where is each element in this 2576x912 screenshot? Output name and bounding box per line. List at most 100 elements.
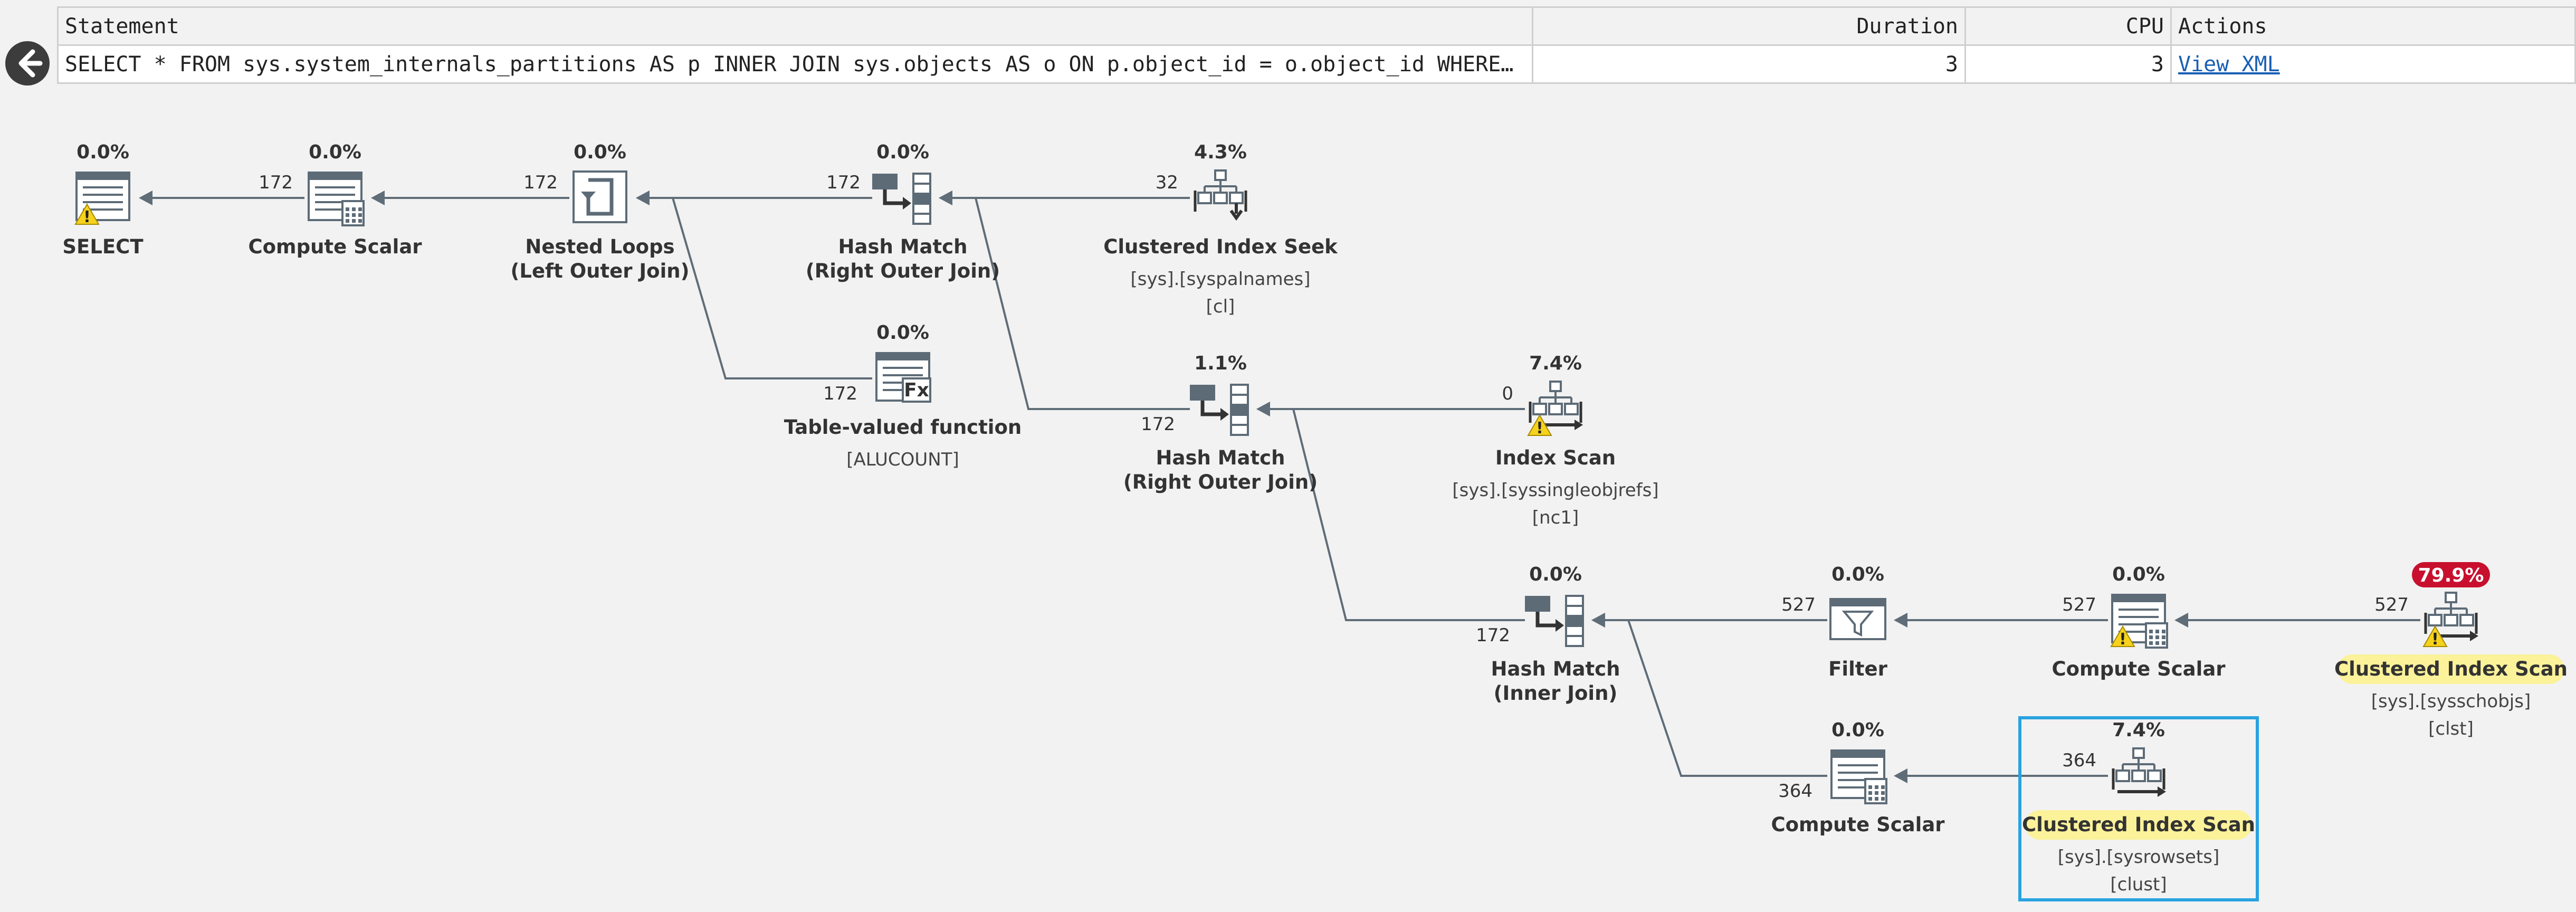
- node-label: Clustered Index Scan: [2334, 658, 2568, 680]
- warning-mark: !: [1536, 419, 1543, 438]
- edge-nl-to-cs1: 172: [371, 172, 569, 205]
- node-label: Index Scan: [1495, 446, 1616, 469]
- plan-node-cs2[interactable]: 0.0%!Compute Scalar: [2052, 564, 2226, 680]
- back-button[interactable]: [5, 41, 50, 86]
- clustered-index-scan-icon: [2112, 747, 2166, 797]
- node-label: Clustered Index Scan: [2022, 813, 2255, 836]
- plan-node-cisc2[interactable]: 7.4%Clustered Index Scan[sys].[sysrowset…: [2018, 716, 2259, 901]
- node-cost: 0.0%: [77, 141, 129, 163]
- cpu-column-header[interactable]: CPU: [1964, 6, 2172, 46]
- edge-is-to-hm2: 0: [1256, 383, 1525, 416]
- node-label: Compute Scalar: [248, 235, 422, 258]
- cost-badge: [2412, 562, 2490, 587]
- node-label: Compute Scalar: [2052, 658, 2226, 680]
- node-label: Nested Loops: [525, 235, 674, 258]
- node-cost: 4.3%: [1194, 141, 1247, 163]
- plan-node-is[interactable]: 7.4%!Index Scan[sys].[syssingleobjrefs][…: [1452, 353, 1658, 528]
- edge-row-count: 172: [523, 172, 558, 193]
- edge-row-count: 172: [823, 383, 857, 404]
- node-highlight: [2025, 810, 2252, 840]
- edge-row-count: 364: [1778, 781, 1812, 802]
- edge-row-count: 172: [1476, 625, 1510, 646]
- edge-arrowhead: [636, 191, 650, 205]
- node-cost: 0.0%: [876, 322, 929, 344]
- edge-arrowhead: [2174, 613, 2188, 628]
- edge-row-count: 527: [2374, 594, 2409, 615]
- nested-loops-icon: [573, 170, 627, 223]
- edge-hm2-to-hm1: 172: [939, 191, 1190, 435]
- edge-hm1-to-nl: 172: [636, 172, 872, 205]
- edge-row-count: 172: [259, 172, 293, 193]
- duration-column-header[interactable]: Duration: [1532, 6, 1966, 46]
- statement-column-header[interactable]: Statement: [57, 6, 1533, 46]
- node-label-detail: (Left Outer Join): [510, 260, 689, 282]
- hash-match-icon: [1190, 384, 1249, 436]
- node-cost: 79.9%: [2418, 565, 2484, 586]
- edge-line: [948, 197, 1190, 410]
- node-cost: 0.0%: [1831, 719, 1884, 741]
- node-highlight: [2338, 654, 2564, 684]
- plan-node-cisc1[interactable]: 79.9%! Clustered Index Scan [sys].[sysscho…: [2334, 562, 2568, 739]
- edge-arrowhead: [1894, 613, 1907, 628]
- hash-match-icon: [872, 173, 931, 225]
- plan-node-cis[interactable]: 4.3%Clustered Index Seek[sys].[syspalnam…: [1103, 141, 1338, 317]
- plan-node-hm3[interactable]: 0.0%Hash Match(Inner Join): [1491, 564, 1620, 705]
- node-object: [sys].[sysschobjs]: [2371, 691, 2531, 712]
- warning-mark: !: [2119, 630, 2126, 649]
- actions-column-header: Actions: [2170, 6, 2576, 46]
- edge-cs2-to-filter: 527: [1894, 594, 2108, 628]
- statement-cell[interactable]: SELECT * FROM sys.system_internals_parti…: [57, 44, 1533, 84]
- edge-arrowhead: [1256, 402, 1270, 416]
- plan-node-nl[interactable]: 0.0% Nested Loops(Left Outer Join): [510, 141, 689, 282]
- edge-row-count: 527: [2062, 594, 2096, 615]
- warning-icon: !: [2422, 625, 2448, 649]
- node-index: [cl]: [1206, 296, 1235, 317]
- hash-match-icon: [1525, 595, 1584, 647]
- plan-node-cs1[interactable]: 0.0% Compute Scalar: [248, 141, 422, 258]
- clustered-index-scan-icon: [2424, 592, 2478, 641]
- edge-row-count: 172: [1141, 414, 1175, 435]
- node-label: Hash Match: [1156, 446, 1285, 469]
- plan-node-select[interactable]: 0.0%!SELECT: [62, 141, 144, 258]
- edge-arrowhead: [939, 191, 952, 205]
- edge-filter-to-hm3: 527: [1591, 594, 1827, 628]
- plan-node-hm1[interactable]: 0.0%Hash Match(Right Outer Join): [806, 141, 1000, 282]
- edge-row-count: 172: [826, 172, 861, 193]
- edge-cisc2-to-cs3: 364: [1894, 750, 2108, 783]
- node-object: [sys].[sysrowsets]: [2058, 847, 2219, 868]
- edge-row-count: 32: [1156, 172, 1178, 193]
- table-row[interactable]: SELECT * FROM sys.system_internals_parti…: [57, 44, 2576, 84]
- edge-row-count: 0: [1502, 383, 1513, 404]
- plan-node-filter[interactable]: 0.0%Filter: [1828, 564, 1887, 680]
- plan-node-hm2[interactable]: 1.1% Hash Match(Right Outer Join): [1123, 353, 1318, 493]
- edge-arrowhead: [1894, 768, 1907, 783]
- table-valued-function-icon: Fx: [875, 352, 931, 403]
- table-header-row: Statement Duration CPU Actions: [57, 6, 2576, 46]
- node-object: [sys].[syspalnames]: [1131, 269, 1311, 290]
- edge-arrowhead: [139, 191, 152, 205]
- node-cost: 0.0%: [574, 141, 626, 163]
- node-label-detail: (Right Outer Join): [1123, 471, 1318, 493]
- node-label-detail: (Inner Join): [1494, 682, 1618, 705]
- plan-edges: 172 172 172 172 32 172 0 172 527 364 527 527 364: [139, 172, 2420, 802]
- node-cost: 0.0%: [876, 141, 929, 163]
- node-cost: 0.0%: [309, 141, 361, 163]
- node-index: [nc1]: [1532, 507, 1579, 528]
- warning-mark: !: [83, 208, 91, 226]
- node-index: [clust]: [2110, 874, 2167, 895]
- edge-cs3-to-hm3: 364: [1591, 613, 1827, 802]
- clustered-index-seek-icon: [1194, 169, 1247, 221]
- selection-border: [2018, 716, 2259, 901]
- node-label-detail: (Right Outer Join): [806, 260, 1000, 282]
- warning-icon: !: [1527, 414, 1552, 438]
- plan-node-cs3[interactable]: 0.0%Compute Scalar: [1771, 719, 1945, 836]
- fx-glyph: Fx: [904, 379, 929, 401]
- back-arrow-icon: [18, 49, 43, 78]
- node-index: [clst]: [2428, 718, 2474, 739]
- node-cost: 1.1%: [1194, 353, 1247, 374]
- edge-line: [1266, 408, 1525, 621]
- node-cost: 7.4%: [1529, 353, 1582, 374]
